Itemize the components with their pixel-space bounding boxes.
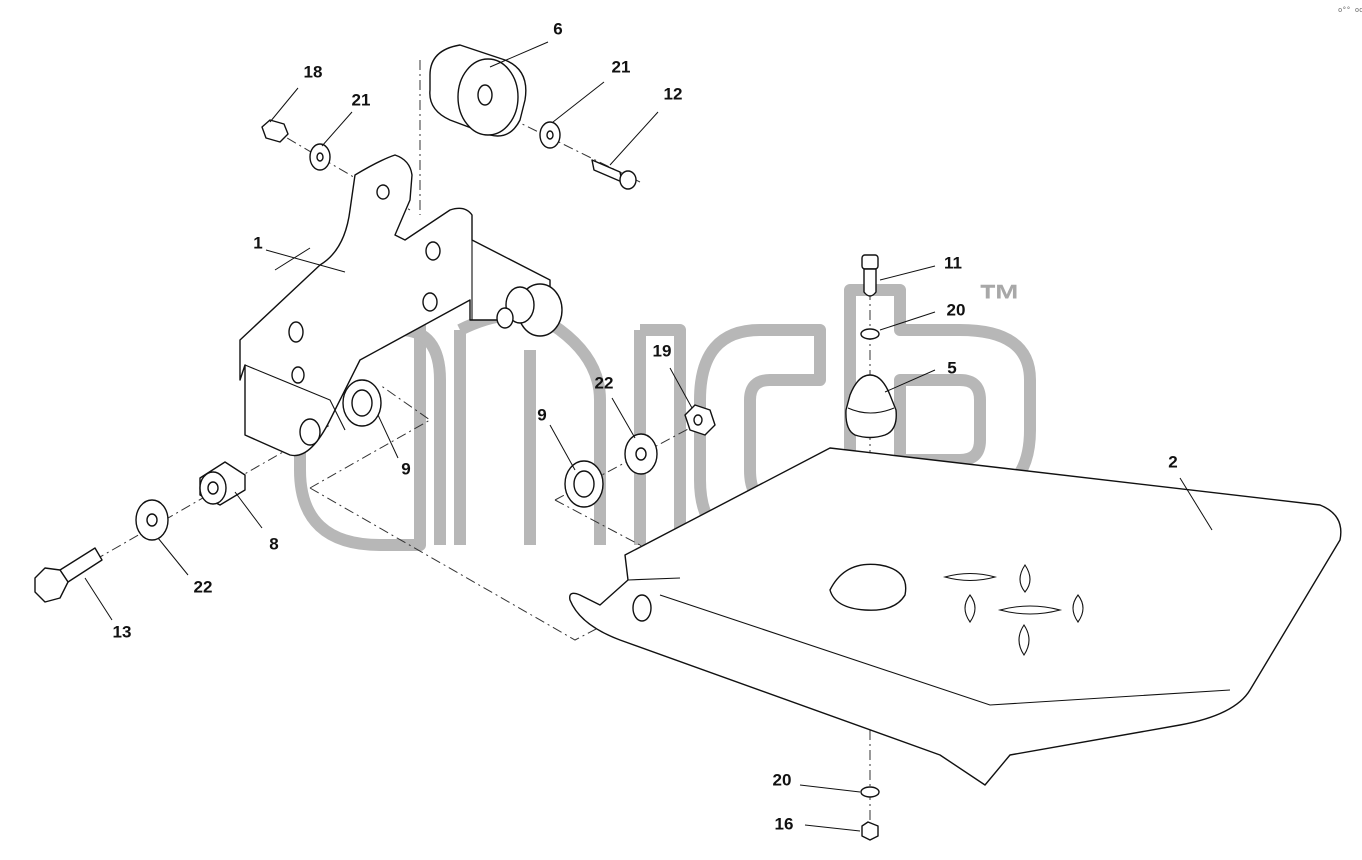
- callout-5: 5: [947, 358, 956, 377]
- callout-12: 12: [664, 84, 683, 103]
- watermark-trademark: ™: [978, 276, 1022, 325]
- bushing-part-6: [429, 44, 527, 137]
- callout-20-lower: 20: [773, 770, 792, 789]
- callout-8: 8: [269, 534, 278, 553]
- bracket-part-1: [239, 154, 563, 457]
- callout-11: 11: [944, 253, 962, 272]
- callout-19: 19: [653, 341, 672, 360]
- callout-labels: 1 2 5 6 8 9 9 11 12 13 16 18 19 20 20 21…: [113, 19, 1178, 833]
- callout-18: 18: [304, 62, 323, 81]
- callout-22-upper: 22: [595, 373, 614, 392]
- callout-20-upper: 20: [947, 300, 966, 319]
- skid-plate-part-2: [569, 447, 1342, 786]
- callout-1: 1: [253, 233, 262, 252]
- callout-16: 16: [775, 814, 794, 833]
- callout-21-right: 21: [612, 57, 631, 76]
- callout-9-upper: 9: [401, 459, 410, 478]
- callout-21-left: 21: [352, 90, 371, 109]
- callout-2: 2: [1168, 452, 1177, 471]
- callout-9-lower: 9: [537, 405, 546, 424]
- corner-code: o°° ooo: [1338, 6, 1362, 14]
- callout-6: 6: [553, 19, 562, 38]
- hardware-parts: [34, 119, 897, 841]
- callout-22-lower: 22: [194, 577, 213, 596]
- callout-13: 13: [113, 622, 132, 641]
- callout-leader-lines: [84, 41, 1213, 832]
